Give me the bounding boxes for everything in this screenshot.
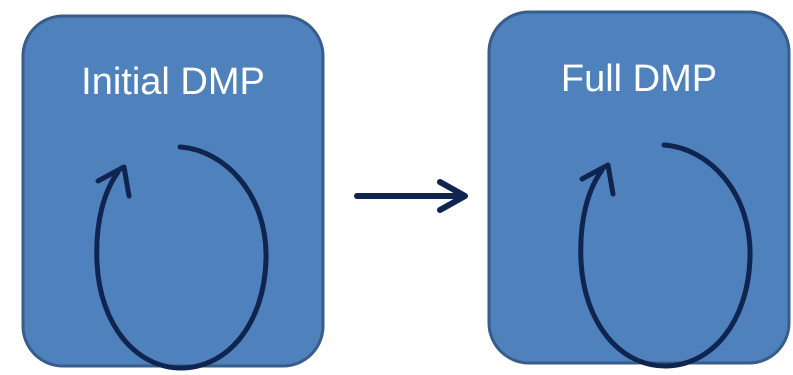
cycle-arrow-icon (94, 144, 269, 371)
stage-label-full: Full DMP (560, 58, 718, 100)
stage-label-initial: Initial DMP (81, 61, 265, 103)
cycle-arrow-icon (578, 142, 753, 369)
right-arrow-icon (354, 179, 468, 213)
